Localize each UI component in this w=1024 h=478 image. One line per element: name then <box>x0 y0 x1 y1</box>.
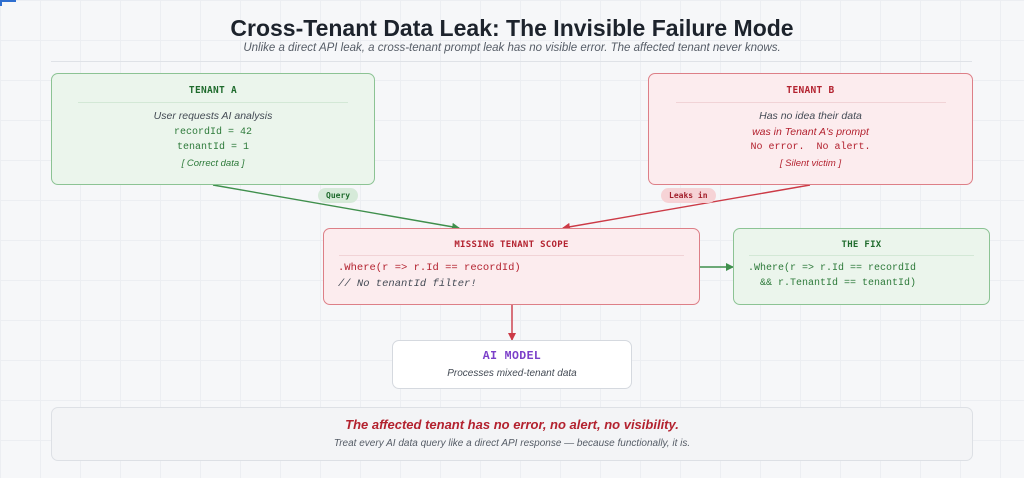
tenant-b-line-1: Has no idea their data <box>759 110 862 122</box>
ai-model-box: AI MODEL Processes mixed-tenant data <box>392 340 632 389</box>
missing-scope-code: .Where(r => r.Id == recordId) <box>338 262 521 274</box>
page-title: Cross-Tenant Data Leak: The Invisible Fa… <box>230 15 794 41</box>
tenant-a-tenant-id: tenantId = 1 <box>176 142 249 153</box>
ai-model-heading: AI MODEL <box>482 350 542 363</box>
tenant-b-box: TENANT B Has no idea their data was in T… <box>648 73 973 185</box>
fix-code-line-2: && r.TenantId == tenantId) <box>760 278 917 289</box>
ai-model-description: Processes mixed-tenant data <box>447 368 577 379</box>
tenant-a-divider <box>78 102 348 103</box>
query-label: Query <box>318 188 359 203</box>
fix-code-line-1: .Where(r => r.Id == recordId <box>748 263 917 274</box>
missing-scope-comment: // No tenantId filter! <box>338 278 477 290</box>
title-divider <box>51 61 972 62</box>
page-subtitle: Unlike a direct API leak, a cross-tenant… <box>243 42 781 54</box>
footer-warning: The affected tenant has no error, no ale… <box>345 417 679 432</box>
missing-scope-heading: MISSING TENANT SCOPE <box>454 240 569 250</box>
tenant-a-heading: TENANT A <box>188 85 238 96</box>
tenant-b-heading: TENANT B <box>786 85 835 96</box>
corner-accent <box>0 0 16 2</box>
corner-accent-vertical <box>0 0 2 6</box>
tenant-a-request: User requests AI analysis <box>153 110 273 122</box>
tenant-b-result: [ Silent victim ] <box>779 158 842 169</box>
footer-callout: The affected tenant has no error, no ale… <box>51 407 973 461</box>
tenant-a-record-id: recordId = 42 <box>173 127 252 138</box>
leaks-in-label: Leaks in <box>661 188 716 203</box>
tenant-b-line-2: was in Tenant A's prompt <box>752 126 869 138</box>
tenant-a-box: TENANT A User requests AI analysis recor… <box>51 73 375 185</box>
fix-box: THE FIX .Where(r => r.Id == recordId && … <box>733 228 990 305</box>
tenant-a-result: [ Correct data ] <box>181 158 245 169</box>
missing-scope-box: MISSING TENANT SCOPE .Where(r => r.Id ==… <box>323 228 700 305</box>
tenant-b-no-error: No error. No alert. <box>750 142 871 153</box>
missing-scope-divider <box>339 255 684 256</box>
footer-advice: Treat every AI data query like a direct … <box>333 438 691 449</box>
tenant-b-divider <box>675 102 946 103</box>
fix-divider <box>749 255 974 256</box>
fix-heading: THE FIX <box>841 240 882 250</box>
